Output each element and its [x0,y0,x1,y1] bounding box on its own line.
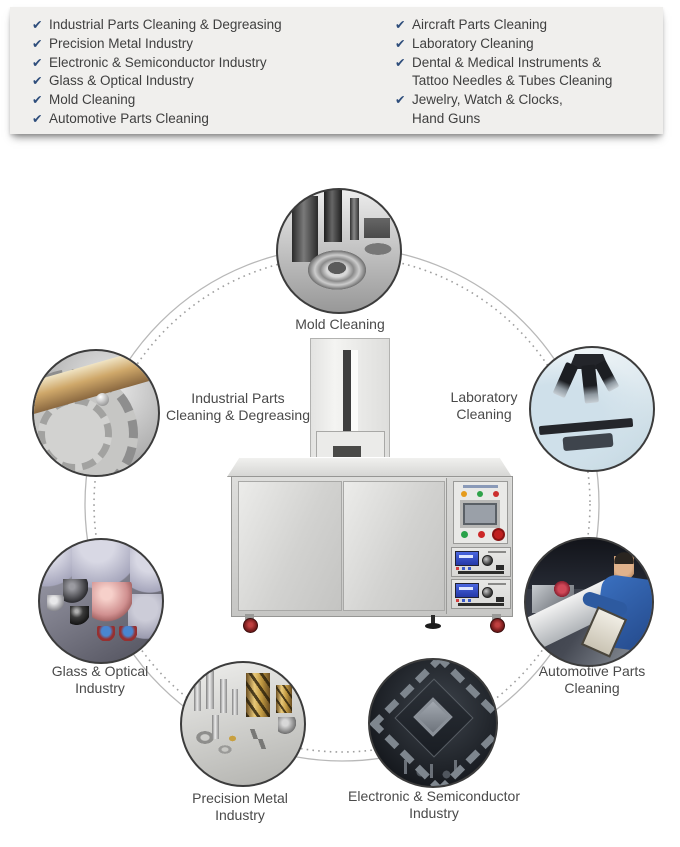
photo-industrial-parts [32,349,160,477]
applications-panel: ✔Industrial Parts Cleaning & Degreasing … [10,7,663,134]
list-item-label: Electronic & Semiconductor Industry [49,54,267,70]
check-icon: ✔ [32,74,43,89]
generator-lcd-display [455,551,479,566]
vent-grille [458,571,504,574]
list-item-label: Aircraft Parts Cleaning [412,17,548,32]
photo-electronic [368,658,498,788]
generator-button [468,567,471,570]
generator-button [462,567,465,570]
list-item: ✔ Industrial Parts Cleaning & Degreasing [32,16,282,35]
photo-glass-optical [38,538,164,664]
photo-precision-metal [180,661,306,787]
list-item-label: Laboratory Cleaning [412,35,534,51]
list-item: ✔ Laboratory Cleaning [395,35,612,54]
foot-stem [431,615,435,624]
caster-wheel-left [241,614,259,633]
control-panel [453,481,508,544]
list-item: ✔ Automotive Parts Cleaning [32,110,282,129]
caster-wheel-right [488,614,506,633]
wheel [490,618,505,633]
ultrasonic-cleaner-machine [225,338,532,665]
check-icon: ✔ [32,55,43,70]
list-item: ✔ Aircraft Parts Cleaning [395,16,612,35]
bearing-ball [96,393,109,406]
list-item: ✔ Electronic & Semiconductor Industry [32,54,282,73]
start-button-green [461,531,468,538]
list-item: ✔ Mold Cleaning [32,91,282,110]
label-mold-cleaning: Mold Cleaning [295,316,385,332]
caster-mount [245,614,254,620]
check-icon: ✔ [395,93,406,108]
list-item-label: Dental & Medical Instruments &Tattoo Nee… [412,54,613,89]
vent-grille [458,603,504,606]
emergency-stop-button [494,530,503,539]
list-item: ✔ Glass & Optical Industry [32,72,282,91]
tank-top-rim [227,457,512,477]
microscope-stage [538,417,634,436]
panel-header-strip [463,485,498,488]
power-knob [482,587,493,598]
check-icon: ✔ [32,111,43,126]
check-icon: ✔ [395,36,406,51]
photo-automotive [524,537,654,667]
list-item-label: Precision Metal Industry [49,35,194,51]
check-icon: ✔ [32,18,43,32]
generator-switch [496,565,504,570]
generator-button [456,567,459,570]
list-item-label: Mold Cleaning [49,92,136,108]
stop-button-red [478,531,485,538]
applications-list-right: ✔ Aircraft Parts Cleaning ✔ Laboratory Cle… [395,16,612,129]
ring-inner-dotted [93,255,591,753]
lift-clamp [333,446,361,460]
list-item-label: Automotive Parts Cleaning [49,110,209,126]
lcd-readout [459,587,473,590]
wheel [243,618,258,633]
leveling-foot [425,615,441,630]
generator-unit-1 [451,547,511,577]
list-item: ✔ Dental & Medical Instruments &Tattoo Ne… [395,54,612,92]
microscope-objective [552,361,579,399]
photo-laboratory [529,346,655,472]
generator-button [468,599,471,602]
microscope-base [562,432,614,452]
list-item: ✔ Precision Metal Industry [32,35,282,54]
check-icon: ✔ [32,93,43,108]
applications-list-left: ✔Industrial Parts Cleaning & Degreasing … [32,16,282,129]
list-item-label: Industrial Parts Cleaning & Degreasing [49,17,282,32]
lift-rail-highlight [351,350,358,456]
indicator-light-yellow [461,491,467,497]
generator-label-strip [488,583,506,585]
caster-mount [492,614,501,620]
microscope-objective [594,359,620,393]
generator-unit-2 [451,579,511,609]
check-icon: ✔ [395,18,406,32]
power-knob [482,555,493,566]
generator-label-strip [488,551,506,553]
list-item-label: Jewelry, Watch & Clocks,Hand Guns [412,92,563,126]
check-icon: ✔ [395,55,406,70]
touchscreen-display [460,500,500,528]
generator-button [456,599,459,602]
list-item: ✔ Jewelry, Watch & Clocks,Hand Guns [395,91,612,129]
tank-door-right [343,481,445,611]
tank-door-left [238,481,342,611]
list-item-label: Glass & Optical Industry [49,73,194,89]
photo-mold-cleaning [276,188,402,314]
generator-button [462,599,465,602]
indicator-light-red [493,491,499,497]
generator-switch [496,597,504,602]
check-icon: ✔ [32,36,43,51]
lcd-readout [459,555,473,558]
indicator-light-green [477,491,483,497]
lift-rail-slot [343,350,351,456]
foot-base [425,623,441,629]
generator-lcd-display [455,583,479,598]
